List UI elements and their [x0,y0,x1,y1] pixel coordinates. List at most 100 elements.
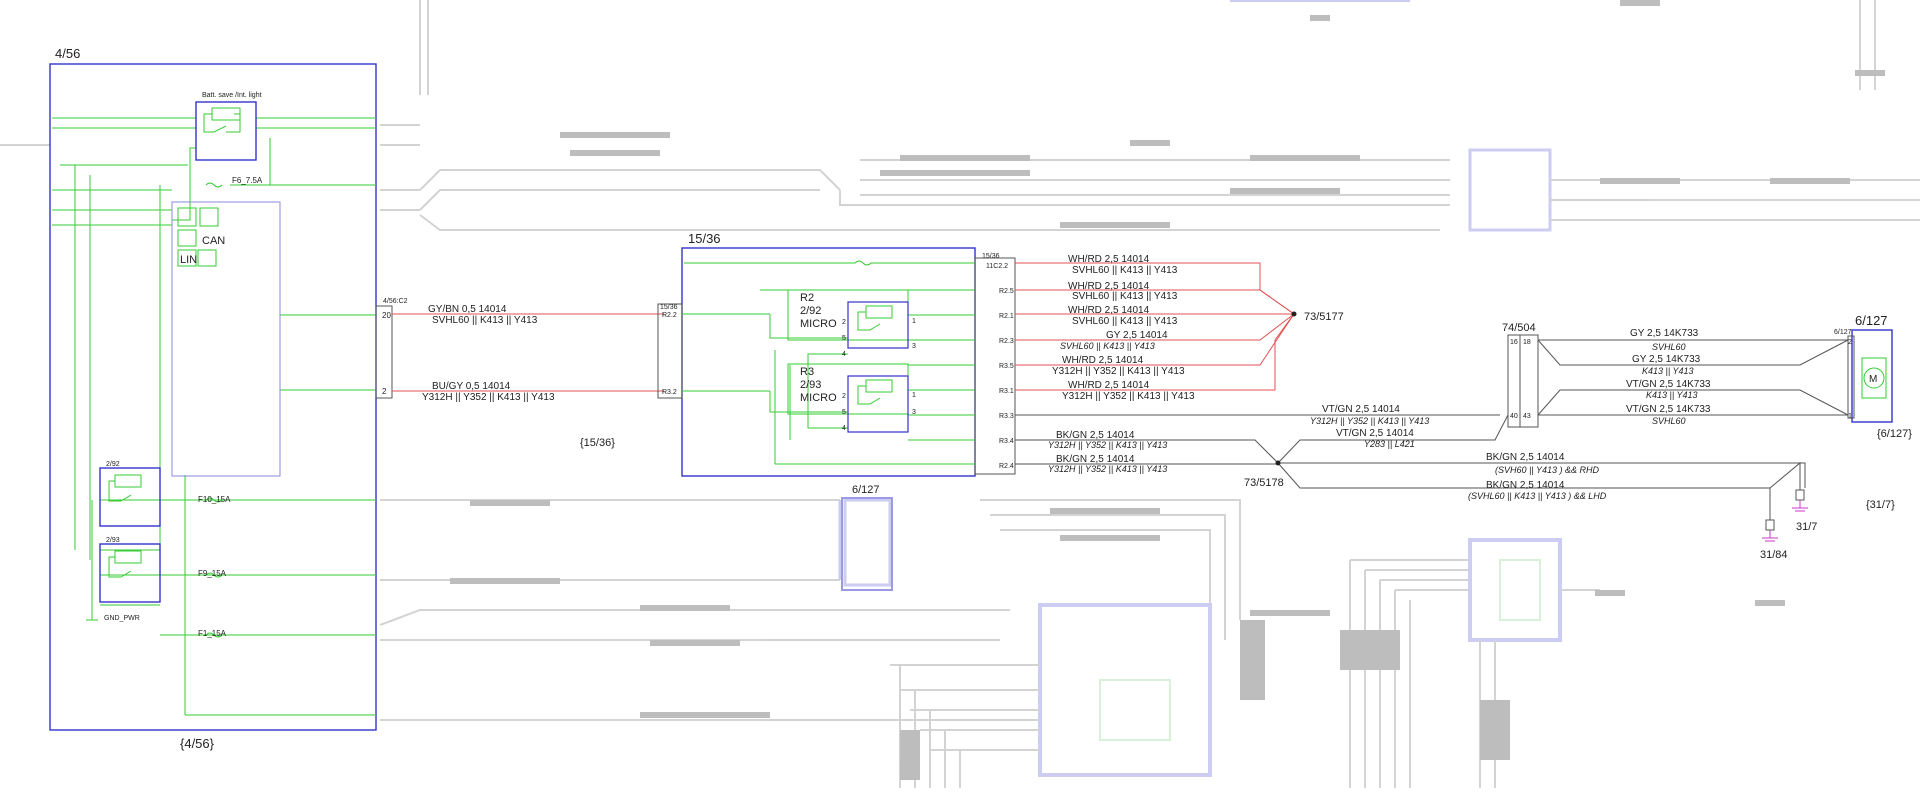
left-wire-2-codes: Y312H || Y352 || K413 || Y413 [422,392,555,403]
r3-pin-1: 1 [912,392,916,399]
motor-6-127: M 6/127 {6/127} 6/127 2 1 [1834,313,1912,440]
rw-7-spec: BK/GN 2,5 14014 [1056,454,1135,465]
rw-3-spec: GY 2,5 14014 [1106,330,1168,341]
motor-mid: 6/127 [841,484,893,591]
relay-2-93: 2/93 [99,537,161,603]
mw-1-codes: Y283 || L421 [1364,439,1415,449]
mot-1-codes: K413 || Y413 [1642,366,1694,376]
motor-pin-2: 2 [1848,339,1852,346]
box-out-pin-8: R2.4 [999,463,1014,470]
box-in-r22: R2.2 [662,312,677,319]
r2-type: MICRO [800,318,837,330]
fuse-f10: F10_15A [198,495,231,504]
ground-ref: {31/7} [1866,499,1895,511]
box-out-pin-7: R3.4 [999,438,1014,445]
mot-0-codes: SVHL60 [1652,342,1686,352]
relay-box-ref: {15/36} [580,437,615,449]
rw-5-spec: WH/RD 2,5 14014 [1068,380,1150,391]
r2-pin-3: 3 [912,343,916,350]
r3-pin-2: 2 [842,393,846,400]
main-module: 4/56 {4/56} Batt. save /Int. light [49,46,408,751]
mot-1-spec: GY 2,5 14K733 [1632,354,1701,365]
splice-lower-label: 73/5178 [1244,477,1284,489]
right-wires: WH/RD 2,5 14014 SVHL60 || K413 || Y413 W… [1015,254,1806,489]
fuse-f6: F6_7.5A [232,176,263,185]
mw-1-spec: VT/GN 2,5 14014 [1336,428,1414,439]
r2-name: R2 [800,292,814,304]
left-wire-1-codes: SVHL60 || K413 || Y413 [432,315,538,326]
connector-label: 74/504 [1502,322,1536,334]
fuses [205,182,223,638]
r2-pin-4: 4 [842,351,846,358]
relay-2-93-label: 2/93 [106,537,120,544]
r2-pin-1: 1 [912,318,916,325]
mw-0-codes: Y312H || Y352 || K413 || Y413 [1310,416,1429,426]
relay-box-15-36: 15/36 {15/36} 15/36 R2.2 R3.2 15/36 11C2… [580,231,1016,477]
r3-pin-5: 5 [842,409,846,416]
motor-pin-hdr: 6/127 [1834,329,1852,336]
r3-part: 2/93 [800,379,821,391]
gnd-pwr-label: GND_PWR [104,615,140,622]
mot-3-codes: SVHL60 [1652,416,1686,426]
motor-top-label: 6/127 [1855,313,1888,328]
mw-0-spec: VT/GN 2,5 14014 [1322,404,1400,415]
fuse-f1: F1_15A [198,629,227,638]
splice-upper-label: 73/5177 [1304,311,1344,323]
rw-6-codes: Y312H || Y352 || K413 || Y413 [1048,440,1167,450]
can-label: CAN [202,235,225,247]
rw-4-spec: WH/RD 2,5 14014 [1062,355,1144,366]
box-in-r32: R3.2 [662,389,677,396]
fuse-f9: F9_15A [198,569,227,578]
rw-2-spec: WH/RD 2,5 14014 [1068,305,1150,316]
gw-1-spec: BK/GN 2,5 14014 [1486,480,1565,491]
rw-2-codes: SVHL60 || K413 || Y413 [1072,316,1178,327]
splice-upper-dot [1291,311,1297,317]
rw-1-codes: SVHL60 || K413 || Y413 [1072,291,1178,302]
left-wires: GY/BN 0,5 14014 SVHL60 || K413 || Y413 B… [392,304,664,403]
r3-name: R3 [800,366,814,378]
mot-2-spec: VT/GN 2,5 14K733 [1626,379,1711,390]
batt-save-relay: Batt. save /Int. light [195,92,262,161]
pin-c2-label: 4/56:C2 [383,298,408,305]
conn-pin-40: 40 [1510,413,1518,420]
rw-0-spec: WH/RD 2,5 14014 [1068,254,1150,265]
box-out-pin-5: R3.1 [999,388,1014,395]
rw-6-spec: BK/GN 2,5 14014 [1056,430,1135,441]
mot-0-spec: GY 2,5 14K733 [1630,328,1699,339]
conn-pin-16: 16 [1510,339,1518,346]
motor-pin-1: 1 [1848,413,1852,420]
motor-symbol: M [1869,374,1877,385]
can-lin-controller: CAN LIN [171,201,281,477]
r3-pin-4: 4 [842,425,846,432]
relay-2-92: 2/92 [99,461,161,527]
rw-7-codes: Y312H || Y352 || K413 || Y413 [1048,464,1167,474]
ground-31-84: 31/84 [1760,549,1788,561]
motor-mid-label: 6/127 [852,484,880,496]
motor-wire-labels: GY 2,5 14K733 SVHL60 GY 2,5 14K733 K413 … [1626,328,1711,426]
main-module-label: 4/56 [55,46,80,61]
main-module-ref: {4/56} [180,736,215,751]
box-in-header: 15/36 [660,304,678,311]
box-out-pin-4: R3.5 [999,363,1014,370]
ground-31-7: 31/7 [1796,521,1817,533]
rw-0-codes: SVHL60 || K413 || Y413 [1072,265,1178,276]
rw-3-codes: SVHL60 || K413 || Y413 [1060,341,1155,351]
rw-5-codes: Y312H || Y352 || K413 || Y413 [1062,391,1195,402]
r3-pin-3: 3 [912,409,916,416]
mot-3-spec: VT/GN 2,5 14K733 [1626,404,1711,415]
gw-0-codes: (SVH60 || Y413 ) && RHD [1495,465,1600,475]
lin-label: LIN [180,254,197,266]
gw-0-spec: BK/GN 2,5 14014 [1486,452,1565,463]
r3-type: MICRO [800,392,837,404]
r2-pin-5: 5 [842,335,846,342]
conn-pin-18: 18 [1523,339,1531,346]
conn-pin-43: 43 [1523,413,1531,420]
pin-20: 20 [382,311,391,320]
ground-section: BK/GN 2,5 14014 (SVH60 || Y413 ) && RHD … [1468,452,1895,561]
motor-top-ref: {6/127} [1877,428,1912,440]
box-out-pin-3: R2.3 [999,338,1014,345]
relay-2-92-label: 2/92 [106,461,120,468]
splice-lower-dot [1275,460,1281,466]
